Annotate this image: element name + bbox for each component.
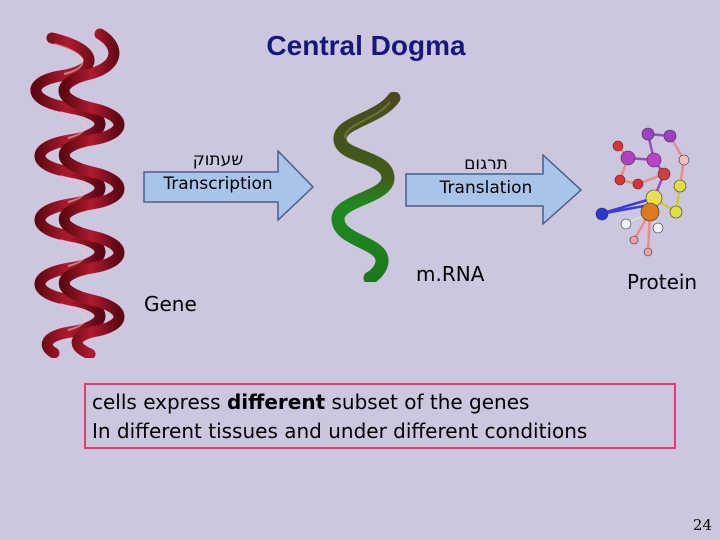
note-line-1-suffix: subset of the genes: [325, 390, 530, 414]
transcription-label: שעתוק Transcription: [143, 148, 293, 196]
note-box: cells express different subset of the ge…: [84, 383, 676, 449]
translation-label: תרגום Translation: [405, 152, 567, 200]
translation-hebrew: תרגום: [464, 154, 508, 174]
protein-label: Protein: [627, 270, 698, 294]
page-number: 24: [692, 516, 712, 534]
single-helix-icon: [331, 92, 401, 282]
transcription-arrow: [143, 150, 315, 222]
note-line-1: cells express different subset of the ge…: [92, 388, 674, 417]
translation-english: Translation: [439, 178, 533, 198]
gene-label: Gene: [144, 292, 197, 316]
transcription-english: Transcription: [163, 174, 273, 194]
molecule-ball-stick-icon: [595, 127, 690, 257]
mrna-label: m.RNA: [416, 262, 485, 286]
translation-arrow: [405, 154, 583, 226]
double-helix-icon: [30, 28, 125, 358]
note-line-2: In different tissues and under different…: [92, 419, 588, 443]
note-line-1-prefix: cells express: [92, 390, 227, 414]
note-emphasis: different: [226, 390, 326, 414]
transcription-hebrew: שעתוק: [192, 150, 244, 170]
slide-title: Central Dogma: [266, 30, 466, 61]
